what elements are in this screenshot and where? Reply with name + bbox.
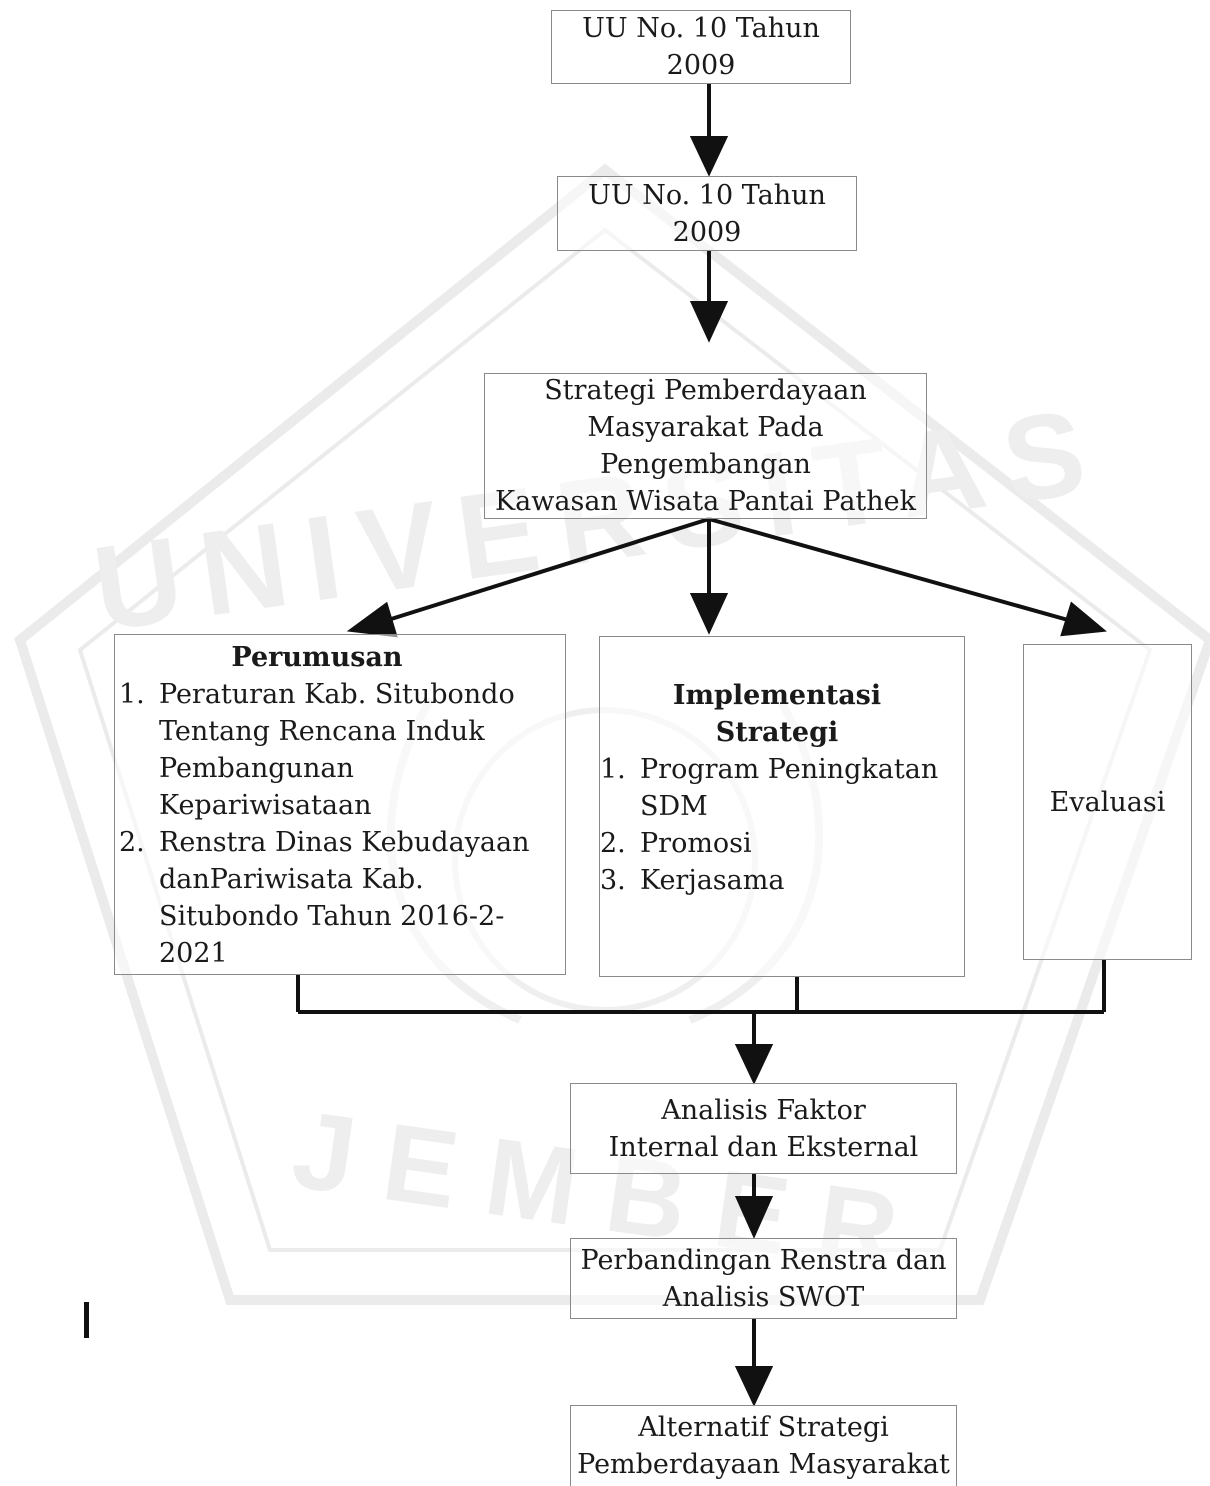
implementasi-list: 1. Program Peningkatan SDM 2. Promosi 3.… — [600, 751, 954, 899]
arrowhead-top2-to-strategy — [689, 301, 729, 343]
implementasi-item-3-text: Kerjasama — [640, 865, 785, 896]
box-perbandingan-line-2: Analisis SWOT — [662, 1281, 865, 1313]
arrowhead-top1-to-top2 — [689, 136, 729, 177]
box-uu-top-1: UU No. 10 Tahun 2009 — [551, 10, 851, 84]
perumusan-item-2-num: 2. — [119, 827, 145, 858]
box-perbandingan-renstra: Perbandingan Renstra dan Analisis SWOT — [570, 1238, 957, 1319]
implementasi-item-3-num: 3. — [600, 865, 626, 896]
box-analisis-faktor: Analisis Faktor Internal dan Eksternal — [570, 1083, 957, 1174]
arrow-strategy-to-perumusan — [387, 517, 710, 622]
box-alternatif-line-1: Alternatif Strategi — [638, 1412, 889, 1443]
box-strategi-line-2: Masyarakat Pada — [587, 412, 824, 443]
perumusan-item-1-num: 1. — [119, 679, 145, 710]
box-strategi-pemberdayaan: Strategi Pemberdayaan Masyarakat Pada Pe… — [484, 373, 927, 519]
box-perbandingan-line-1: Perbandingan Renstra dan — [580, 1244, 947, 1276]
text-cursor-mark — [84, 1302, 89, 1338]
implementasi-title-line-1: Implementasi — [672, 680, 882, 711]
perumusan-item-2-text: Renstra Dinas Kebudayaan danPariwisata K… — [159, 827, 530, 969]
perumusan-list: 1. Peraturan Kab. Situbondo Tentang Renc… — [119, 676, 555, 972]
box-alternatif-line-2: Pemberdayaan Masyarakat — [577, 1449, 950, 1480]
box-uu-top-2-line-1: UU No. 10 Tahun — [588, 179, 826, 211]
box-strategi-line-4: Kawasan Wisata Pantai Pathek — [494, 486, 917, 517]
box-strategi-line-1: Strategi Pemberdayaan — [544, 375, 867, 406]
implementasi-item-2: 2. Promosi — [600, 825, 954, 862]
box-uu-top-1-line-1: UU No. 10 Tahun — [582, 13, 820, 44]
implementasi-title-line-2: Strategi — [715, 717, 839, 748]
box-implementasi-strategi: Implementasi Strategi 1. Program Peningk… — [599, 636, 965, 977]
arrowhead-strategy-to-evaluasi — [1060, 601, 1107, 637]
implementasi-item-1: 1. Program Peningkatan SDM — [600, 751, 954, 825]
box-evaluasi: Evaluasi — [1023, 644, 1192, 960]
box-uu-top-2-line-2: 2009 — [672, 216, 742, 248]
arrowhead-merge-to-analisis — [734, 1044, 774, 1085]
box-alternatif-strategi: Alternatif Strategi Pemberdayaan Masyara… — [570, 1405, 957, 1486]
perumusan-item-1: 1. Peraturan Kab. Situbondo Tentang Renc… — [119, 676, 555, 824]
arrowhead-analisis-to-perbandingan — [734, 1196, 774, 1239]
box-strategi-line-3: Pengembangan — [600, 449, 811, 480]
box-perumusan: Perumusan 1. Peraturan Kab. Situbondo Te… — [114, 634, 566, 975]
implementasi-item-2-num: 2. — [600, 828, 626, 859]
perumusan-item-1-text: Peraturan Kab. Situbondo Tentang Rencana… — [159, 679, 515, 821]
implementasi-item-2-text: Promosi — [640, 828, 752, 859]
implementasi-item-1-text: Program Peningkatan SDM — [640, 754, 939, 822]
implementasi-item-3: 3. Kerjasama — [600, 862, 954, 899]
box-analisis-line-2: Internal dan Eksternal — [608, 1131, 919, 1163]
box-uu-top-2: UU No. 10 Tahun 2009 — [557, 176, 857, 251]
perumusan-item-2: 2. Renstra Dinas Kebudayaan danPariwisat… — [119, 824, 555, 972]
arrow-strategy-to-evaluasi — [708, 517, 1069, 622]
arrowhead-strategy-to-perumusan — [346, 601, 398, 638]
box-analisis-line-1: Analisis Faktor — [661, 1094, 866, 1126]
box-uu-top-1-line-2: 2009 — [666, 50, 736, 81]
box-evaluasi-label: Evaluasi — [1049, 786, 1166, 818]
arrowhead-perbandingan-to-alternatif — [734, 1366, 774, 1407]
arrowhead-strategy-to-implementasi — [689, 593, 729, 635]
box-perumusan-title: Perumusan — [231, 642, 403, 673]
implementasi-item-1-num: 1. — [600, 754, 626, 785]
